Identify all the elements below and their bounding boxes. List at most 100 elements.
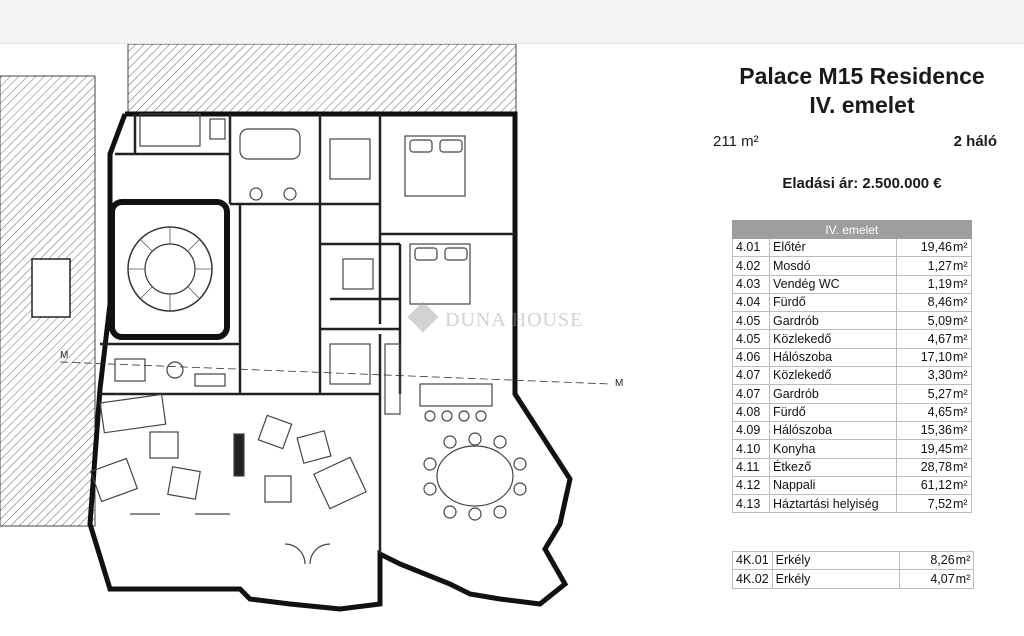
watermark: DUNA HOUSE	[407, 301, 583, 333]
room-number: 4K.02	[732, 569, 773, 589]
room-number: 4.05	[732, 329, 770, 349]
area-unit: m²	[954, 550, 975, 571]
room-name: Fürdő	[769, 292, 897, 313]
room-name: Hálószoba	[769, 420, 897, 441]
room-table-header: IV. emelet	[732, 220, 972, 239]
room-number: 4.12	[732, 475, 770, 496]
outer-walls	[87, 111, 573, 612]
room-name: Közlekedő	[769, 329, 897, 349]
room-area: 1,19	[896, 274, 952, 294]
area-unit: m²	[952, 439, 972, 459]
room-number: 4.11	[732, 457, 770, 477]
room-area: 28,78	[896, 457, 952, 477]
area-unit: m²	[952, 311, 972, 331]
area-unit: m²	[952, 347, 972, 368]
room-name: Gardrób	[769, 311, 897, 331]
room-name: Gardrób	[769, 384, 897, 404]
room-name: Nappali	[769, 475, 897, 496]
room-area: 4,65	[896, 402, 952, 422]
area-unit: m²	[952, 366, 972, 386]
area-unit: m²	[952, 494, 972, 514]
top-bar	[0, 0, 1024, 44]
room-name: Közlekedő	[769, 366, 897, 386]
room-area: 19,46	[896, 237, 952, 258]
area-unit: m²	[954, 569, 975, 589]
room-name: Vendég WC	[769, 274, 897, 294]
area-unit: m²	[952, 329, 972, 349]
floor-plan: M M DUNA HOUSE	[0, 44, 623, 612]
floor-title: IV. emelet	[809, 92, 915, 118]
room-area: 1,27	[896, 256, 952, 276]
svg-text:M: M	[615, 378, 623, 389]
neighbor-building-top	[127, 44, 517, 113]
room-area: 4,67	[896, 329, 952, 349]
room-number: 4.02	[732, 256, 770, 276]
room-number: 4.08	[732, 402, 770, 422]
room-name: Hálószoba	[769, 347, 897, 368]
room-area: 15,36	[896, 420, 952, 441]
room-name: Háztartási helyiség	[769, 494, 897, 514]
room-number: 4.10	[732, 439, 770, 459]
room-area: 5,09	[896, 311, 952, 331]
room-name: Mosdó	[769, 256, 897, 276]
room-number: 4.13	[732, 494, 770, 514]
bedroom-count: 2 háló	[953, 133, 997, 150]
area-unit: m²	[952, 475, 972, 496]
room-number: 4.01	[732, 237, 770, 258]
area-unit: m²	[952, 402, 972, 422]
room-number: 4.04	[732, 292, 770, 313]
room-number: 4.05	[732, 311, 770, 331]
room-name: Erkély	[771, 550, 900, 571]
room-area: 19,45	[896, 439, 952, 459]
room-number: 4.06	[732, 347, 770, 368]
area-unit: m²	[952, 292, 972, 313]
sale-price: Eladási ár: 2.500.000 €	[782, 175, 942, 192]
room-number: 4.09	[732, 420, 770, 441]
room-area: 4,07	[898, 569, 955, 589]
kitchen	[384, 343, 493, 422]
room-area: 8,26	[898, 550, 955, 571]
area-unit: m²	[952, 256, 972, 276]
room-area: 3,30	[896, 366, 952, 386]
room-number: 4K.01	[732, 550, 773, 571]
dining-table	[423, 432, 527, 521]
bedroom-furniture	[404, 135, 471, 305]
room-area: 7,52	[896, 494, 952, 514]
area-unit: m²	[952, 384, 972, 404]
stair-core	[109, 199, 230, 340]
project-title: Palace M15 Residence	[739, 63, 985, 89]
room-name: Fürdő	[769, 402, 897, 422]
room-area: 61,12	[896, 475, 952, 496]
room-number: 4.03	[732, 274, 770, 294]
room-area: 5,27	[896, 384, 952, 404]
area-unit: m²	[952, 457, 972, 477]
area-unit: m²	[952, 420, 972, 441]
living-room-furniture	[89, 393, 367, 565]
total-area: 211 m²	[713, 133, 759, 150]
room-area: 17,10	[896, 347, 952, 368]
svg-text:DUNA HOUSE: DUNA HOUSE	[445, 309, 583, 331]
area-unit: m²	[952, 237, 972, 258]
room-name: Előtér	[769, 237, 897, 258]
section-line: M M	[59, 350, 623, 389]
svg-text:M: M	[60, 350, 68, 361]
room-area: 8,46	[896, 292, 952, 313]
room-name: Erkély	[771, 569, 900, 589]
